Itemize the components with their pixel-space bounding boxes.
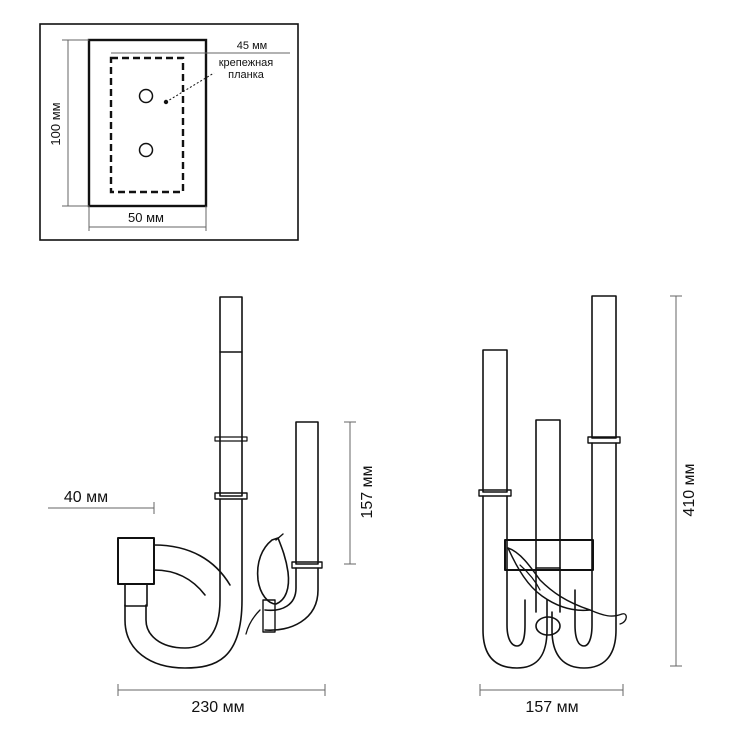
side-tube-bend-outer	[124, 498, 243, 669]
side-short-tube	[295, 421, 319, 565]
mount-plate-detail: 45 мм крепежная планка 100 мм 50 мм	[39, 23, 299, 241]
detail-frame	[39, 23, 299, 241]
side-wall-block	[117, 537, 155, 585]
side-depth-label: 40 мм	[64, 489, 108, 506]
side-tall-tube-collar	[214, 492, 248, 500]
front-bird-tail	[589, 609, 627, 625]
side-bird-beak	[275, 533, 284, 541]
side-tube-bend-inner	[145, 498, 221, 649]
mounting-bracket	[109, 56, 185, 194]
screw-hole-bottom	[138, 142, 154, 158]
front-middle-tube	[535, 419, 561, 569]
bracket-leader	[165, 72, 215, 103]
front-right-tube-collar	[587, 436, 621, 444]
front-middle-ring	[535, 616, 561, 636]
front-left-u-bend	[482, 495, 548, 669]
bracket-width-label: 45 мм	[237, 40, 267, 52]
side-wall-block-stem	[124, 583, 148, 607]
front-bird-wing	[519, 564, 541, 591]
front-right-tube	[591, 295, 617, 439]
front-width-label: 157 мм	[525, 699, 578, 716]
front-view: 410 мм 157 мм	[478, 295, 698, 716]
side-view: 40 мм 157 мм 230 мм	[48, 296, 376, 716]
side-wall-arm	[153, 544, 231, 596]
plate-height-label: 100 мм	[48, 102, 63, 145]
side-bird-ornament	[256, 537, 290, 605]
side-short-tube-bend	[264, 567, 319, 631]
front-right-u-bend	[551, 442, 617, 669]
side-short-height-label: 157 мм	[359, 465, 376, 518]
side-short-tube-collar	[291, 561, 323, 569]
side-tall-tube-clip	[214, 436, 248, 442]
bracket-leader-dot	[163, 99, 169, 105]
front-wall-plate	[504, 539, 594, 571]
wall-plate	[87, 38, 208, 208]
front-bird-ornament	[507, 547, 591, 612]
side-width-label: 230 мм	[191, 699, 244, 716]
plate-width-label: 50 мм	[128, 210, 164, 225]
bracket-label-line2: планка	[228, 69, 265, 81]
side-bird-holder	[262, 599, 276, 633]
front-left-tube-collar	[478, 489, 512, 497]
side-bird-tail	[245, 609, 261, 635]
side-tall-tube	[219, 296, 243, 497]
front-left-tube	[482, 349, 508, 493]
front-height-label: 410 мм	[681, 463, 698, 516]
bracket-label-line1: крепежная	[219, 57, 274, 69]
screw-hole-top	[138, 88, 154, 104]
